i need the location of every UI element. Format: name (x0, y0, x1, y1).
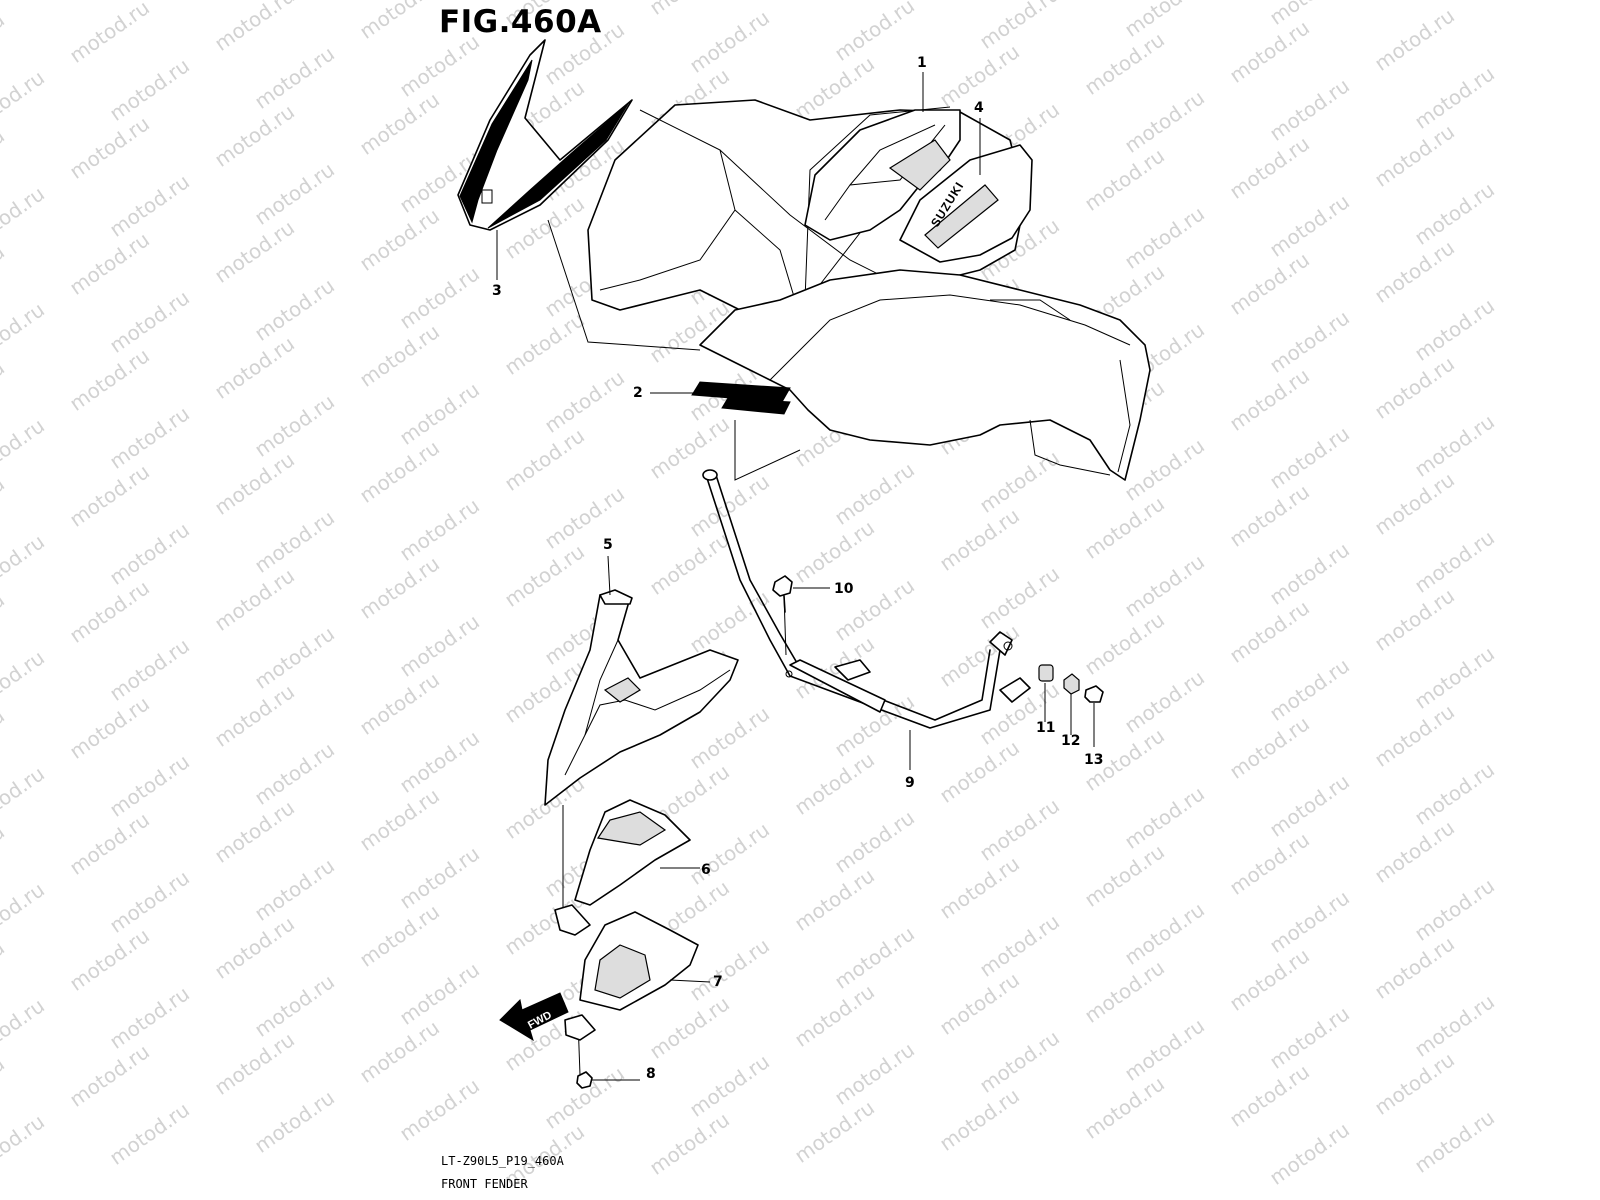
callout-12: 12 (1061, 733, 1081, 749)
callout-6: 6 (701, 862, 711, 878)
part-4-side-panel (899, 144, 1033, 263)
callout-10: 10 (834, 581, 854, 597)
figure-caption: FRONT FENDER (441, 1177, 528, 1191)
part-5-front-guard (544, 589, 739, 806)
part-2-side-decal (691, 381, 791, 415)
fender-lower-shell (699, 269, 1151, 481)
callout-11: 11 (1036, 720, 1056, 736)
part-1-upper-panel (804, 109, 961, 241)
part-9-fender-brace (702, 469, 1031, 729)
part-10-bolt (772, 575, 793, 613)
fwd-arrow-icon (499, 992, 569, 1042)
parts-11-12-13-hardware (1038, 664, 1104, 747)
callout-5: 5 (603, 537, 613, 553)
callout-4: 4 (974, 100, 984, 116)
figure-code: LT-Z90L5_P19_460A (441, 1154, 564, 1168)
callout-leader-lines (496, 72, 981, 1081)
part-8-screw (576, 1071, 593, 1089)
callout-2: 2 (633, 385, 643, 401)
callout-1: 1 (917, 55, 927, 71)
part-6-skid-plate-upper (554, 799, 691, 936)
figure-title: FIG.460A (439, 4, 602, 40)
callout-8: 8 (646, 1066, 656, 1082)
part-7-skid-plate-lower (564, 911, 699, 1041)
callout-3: 3 (492, 283, 502, 299)
callout-9: 9 (905, 775, 915, 791)
part-3-front-decal (457, 39, 633, 231)
callout-13: 13 (1084, 752, 1104, 768)
callout-7: 7 (713, 974, 723, 990)
